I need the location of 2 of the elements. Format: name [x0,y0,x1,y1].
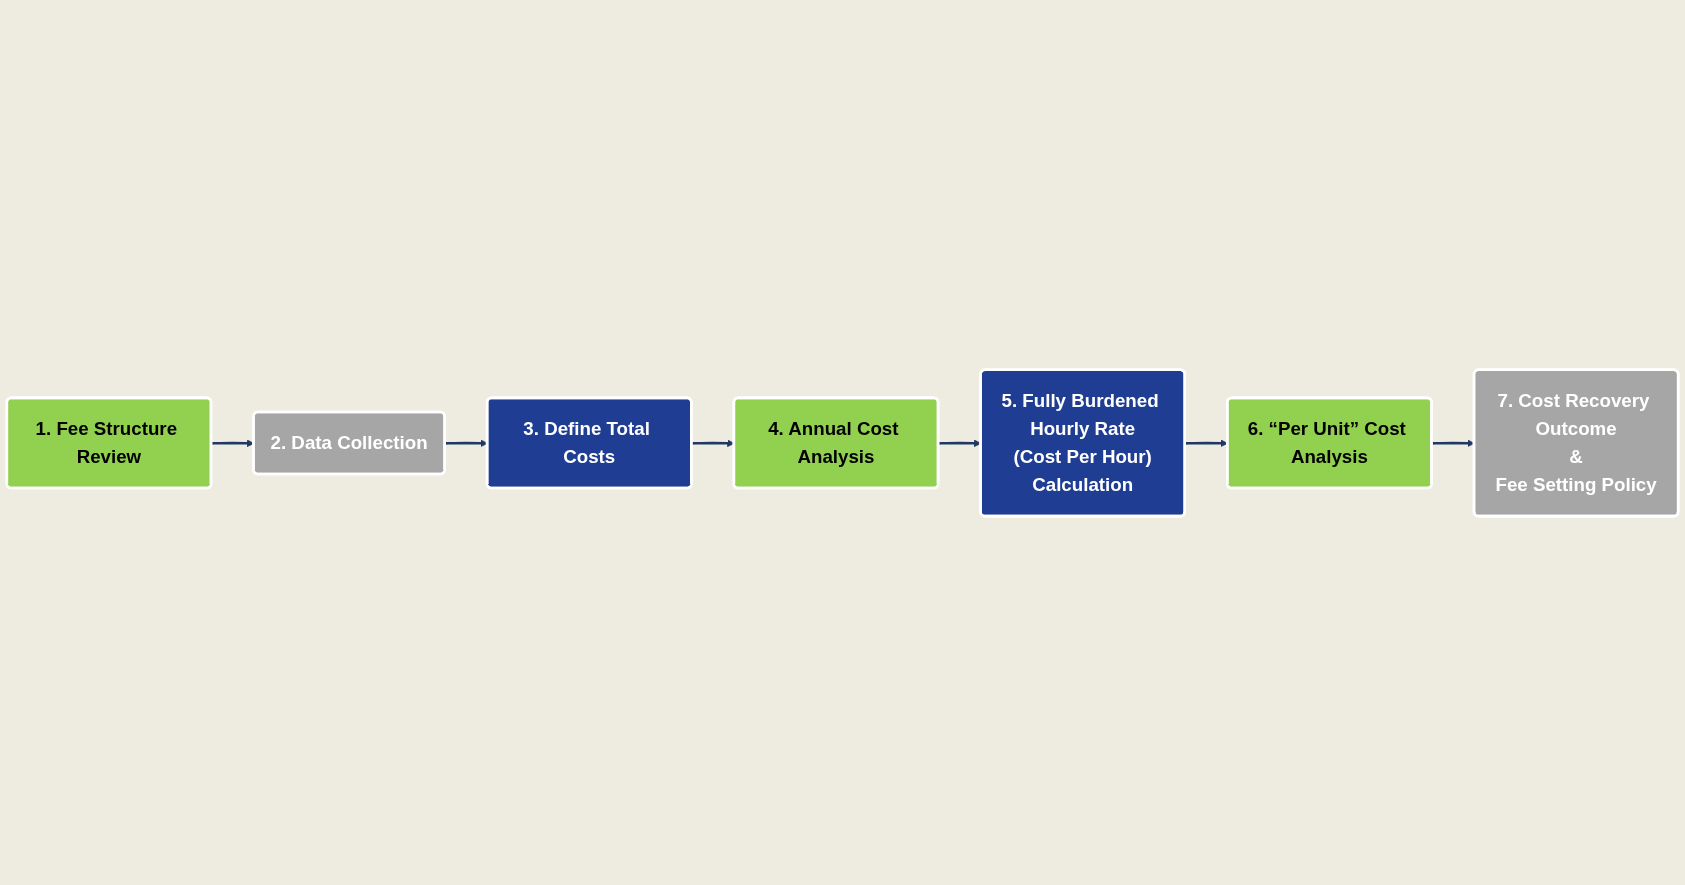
arrow [445,439,488,447]
arrow [1431,439,1475,447]
